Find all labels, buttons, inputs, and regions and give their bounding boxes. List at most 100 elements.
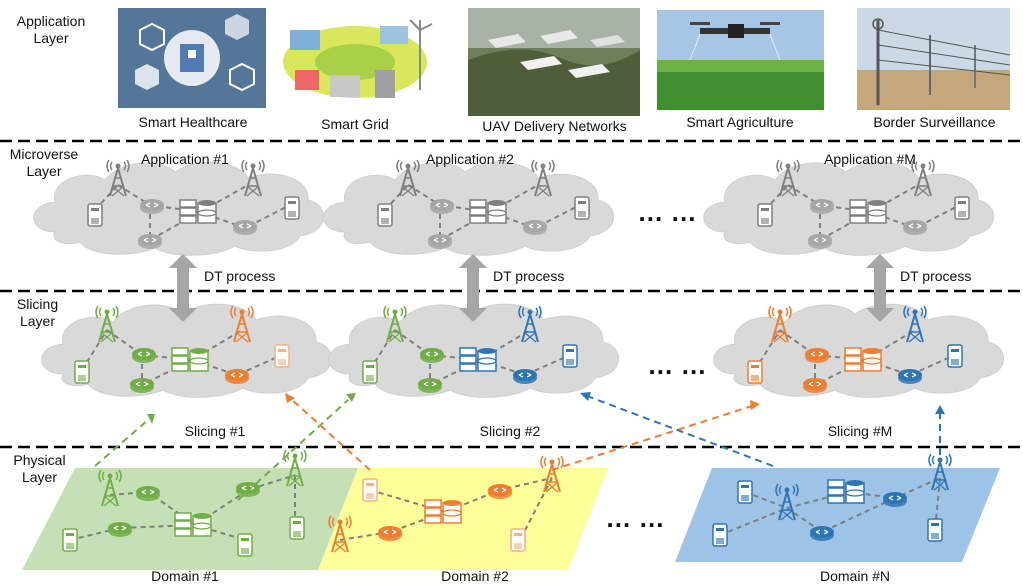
arrowhead-blue-1 xyxy=(580,392,591,401)
router-icon xyxy=(488,484,512,499)
map-arrow-dn-blue xyxy=(586,395,774,467)
server-icon xyxy=(377,203,393,227)
ellipsis-slicing: … … xyxy=(647,350,707,380)
router-icon xyxy=(420,348,444,363)
server-icon xyxy=(237,533,253,557)
caption-smart-agriculture: Smart Agriculture xyxy=(686,114,794,130)
arrowhead-orange-2 xyxy=(750,400,760,410)
server-icon xyxy=(954,196,970,220)
network-link xyxy=(407,184,539,214)
router-icon xyxy=(430,199,454,214)
map-arrow-d2-orange-2 xyxy=(551,405,753,471)
ellipsis-physical: … … xyxy=(605,503,665,533)
domain-2-plane xyxy=(318,468,608,570)
server-icon xyxy=(737,480,753,504)
server-icon xyxy=(562,344,578,368)
title-application-1: Application #1 xyxy=(141,151,229,167)
server-icon xyxy=(510,528,526,552)
label-physical-layer: Physical Layer xyxy=(13,452,66,485)
network-link xyxy=(384,184,409,211)
server-icon xyxy=(74,360,90,384)
datacenter-icon xyxy=(179,199,217,224)
dt-arrow-m xyxy=(866,254,894,322)
server-icon xyxy=(362,360,378,384)
router-icon xyxy=(378,526,402,541)
datacenter-icon xyxy=(171,347,209,372)
server-icon xyxy=(747,360,763,384)
router-icon xyxy=(225,369,249,384)
server-icon xyxy=(362,478,378,502)
network-link xyxy=(81,329,108,371)
router-icon xyxy=(428,234,452,249)
dt-arrow-1 xyxy=(169,254,197,322)
router-icon xyxy=(810,526,834,541)
server-icon xyxy=(927,518,943,542)
server-icon xyxy=(574,196,590,220)
router-icon xyxy=(883,492,907,507)
caption-slicing-m: Slicing #M xyxy=(827,423,893,439)
router-icon xyxy=(233,220,257,235)
ellipsis-microverse: … … xyxy=(637,197,697,227)
datacenter-icon xyxy=(424,499,462,524)
datacenter-icon xyxy=(469,199,507,224)
dt-process-label-1: DT process xyxy=(204,268,276,284)
router-icon xyxy=(418,378,442,393)
server-icon xyxy=(289,516,305,540)
router-icon xyxy=(805,348,829,363)
network-link xyxy=(369,329,396,371)
network-link xyxy=(787,184,919,214)
router-icon xyxy=(130,378,154,393)
dt-process-label-2: DT process xyxy=(493,268,565,284)
dt-arrows xyxy=(169,254,894,322)
app-image-smart-grid xyxy=(277,8,433,108)
slice-mapping-arrows xyxy=(94,395,941,501)
caption-domain-1: Domain #1 xyxy=(151,568,219,584)
server-icon xyxy=(62,528,78,552)
datacenter-icon xyxy=(174,512,212,537)
network-link xyxy=(117,184,249,214)
caption-uav-delivery: UAV Delivery Networks xyxy=(482,118,627,134)
domain-n-plane xyxy=(675,468,1000,562)
network-link xyxy=(94,184,119,211)
network-link xyxy=(394,329,531,362)
server-icon xyxy=(757,203,773,227)
router-icon xyxy=(810,199,834,214)
map-arrow-d1-green-2 xyxy=(237,399,349,501)
caption-slicing-1: Slicing #1 xyxy=(184,423,246,439)
server-icon xyxy=(274,344,290,368)
caption-domain-n: Domain #N xyxy=(819,568,891,584)
caption-domain-2: Domain #2 xyxy=(441,568,509,584)
router-icon xyxy=(136,486,160,501)
network-link xyxy=(779,329,916,362)
datacenter-icon xyxy=(827,479,865,504)
map-arrow-d2-orange xyxy=(289,397,371,471)
arrowhead-orange-1 xyxy=(285,393,295,403)
router-icon xyxy=(513,369,537,384)
dt-arrow-2 xyxy=(459,254,487,322)
caption-smart-grid: Smart Grid xyxy=(321,116,389,132)
app-image-smart-agriculture xyxy=(657,10,824,110)
arrowhead-blue-2 xyxy=(935,405,945,414)
network-link xyxy=(369,477,553,514)
label-microverse-layer: Microverse Layer xyxy=(9,146,79,179)
caption-slicing-2: Slicing #2 xyxy=(479,423,541,439)
datacenter-icon xyxy=(844,347,882,372)
app-image-border-surveillance xyxy=(857,8,1011,110)
caption-smart-healthcare: Smart Healthcare xyxy=(138,114,248,130)
datacenter-icon xyxy=(459,347,497,372)
network-link xyxy=(719,497,896,536)
router-icon xyxy=(138,234,162,249)
title-application-2: Application #2 xyxy=(426,151,514,167)
server-icon xyxy=(284,196,300,220)
app-image-uav-delivery xyxy=(468,8,640,116)
network-link xyxy=(754,329,781,371)
network-link xyxy=(106,329,243,362)
router-icon xyxy=(898,369,922,384)
server-icon xyxy=(87,203,103,227)
router-icon xyxy=(108,522,132,537)
router-icon xyxy=(808,234,832,249)
datacenter-icon xyxy=(849,199,887,224)
arrowhead-green-2 xyxy=(346,393,356,402)
router-icon xyxy=(803,378,827,393)
